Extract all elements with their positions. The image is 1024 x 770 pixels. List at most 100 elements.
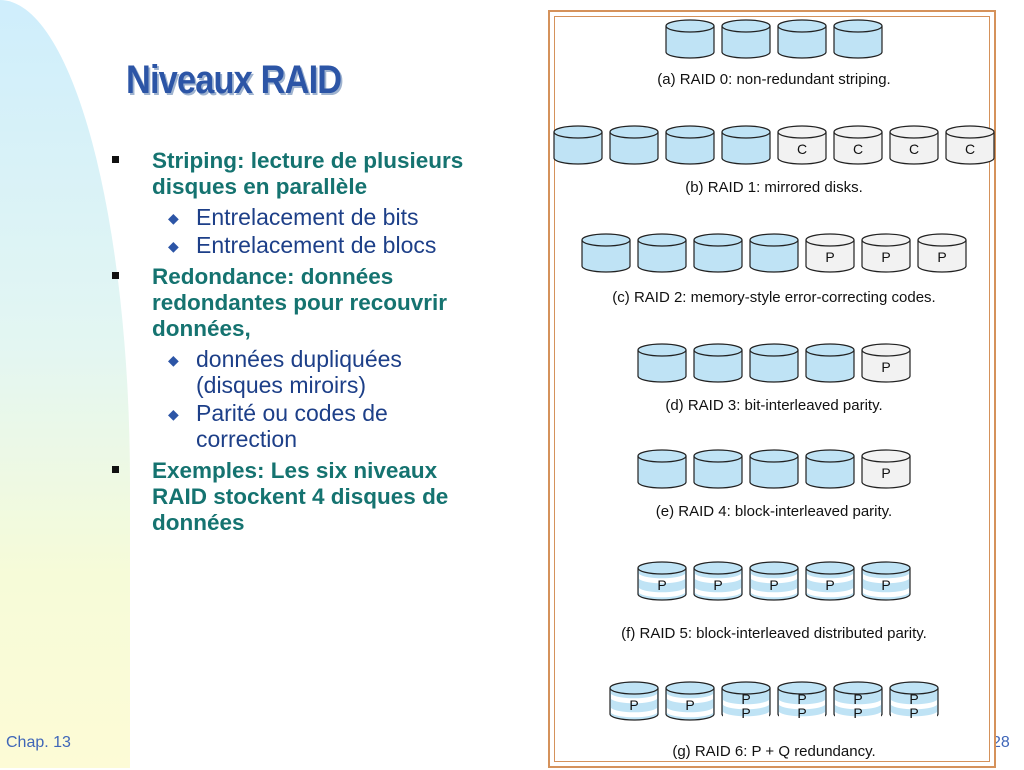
disk-label: P [797, 705, 806, 721]
disk-label: P [881, 249, 890, 265]
data-disk [833, 19, 883, 59]
footer-chapter: Chap. 13 [6, 734, 71, 751]
distributed-parity-disk: PP [889, 681, 939, 722]
bullet-text: Redondance: données redondantes pour rec… [152, 264, 448, 341]
disk-label: P [853, 691, 862, 707]
slide-title: Niveaux RAID [126, 58, 342, 102]
raid-level-caption: (f) RAID 5: block-interleaved distribute… [621, 625, 927, 642]
data-disk [693, 449, 743, 489]
disk-label: C [853, 141, 863, 157]
sub-bullet-item: ◆ données dupliquées (disques miroirs) [152, 346, 490, 398]
data-disk [553, 125, 603, 165]
bullet-item: Redondance: données redondantes pour rec… [110, 264, 490, 452]
raid-level-caption: (d) RAID 3: bit-interleaved parity. [665, 397, 882, 414]
raid-level-caption: (g) RAID 6: P + Q redundancy. [672, 743, 875, 760]
disk-label: C [909, 141, 919, 157]
data-disk [581, 233, 631, 273]
disk-label: P [853, 705, 862, 721]
check-disk: C [889, 125, 939, 165]
data-disk [749, 343, 799, 383]
disk-label: P [629, 697, 638, 713]
sub-bullet-list: ◆ données dupliquées (disques miroirs) ◆ P… [152, 346, 490, 452]
distributed-parity-disk: P [665, 681, 715, 721]
data-disk [693, 233, 743, 273]
bullet-text: Striping: lecture de plusieurs disques e… [152, 148, 464, 199]
footer-page-number: 28 [992, 734, 1010, 751]
data-disk [637, 343, 687, 383]
diamond-icon: ◆ [168, 406, 179, 422]
disk-label: P [657, 577, 666, 593]
distributed-parity-disk: PP [721, 681, 771, 722]
sub-bullet-item: ◆ Entrelacement de bits [152, 204, 490, 230]
check-disk: P [917, 233, 967, 273]
bullet-item: Striping: lecture de plusieurs disques e… [110, 148, 490, 258]
bullet-square-icon [112, 466, 119, 473]
data-disk [777, 19, 827, 59]
distributed-parity-disk: P [637, 561, 687, 601]
sub-bullet-item: ◆ Entrelacement de blocs [152, 232, 490, 258]
data-disk [637, 233, 687, 273]
sub-bullet-item: ◆ Parité ou codes de correction [152, 400, 490, 452]
diamond-icon: ◆ [168, 352, 179, 368]
raid-diagram-svg: (a) RAID 0: non-redundant striping. C C C C (… [553, 19, 995, 760]
sub-bullet-text: Entrelacement de bits [196, 204, 419, 230]
disk-label: P [937, 249, 946, 265]
raid-level-caption: (a) RAID 0: non-redundant striping. [657, 71, 890, 88]
bullet-text: Exemples: Les six niveaux RAID stockent … [152, 458, 449, 535]
data-disk [749, 449, 799, 489]
data-disk [721, 19, 771, 59]
data-disk [665, 125, 715, 165]
disk-label: P [825, 577, 834, 593]
distributed-parity-disk: P [861, 561, 911, 601]
distributed-parity-disk: P [749, 561, 799, 601]
disk-label: P [769, 577, 778, 593]
disk-label: C [965, 141, 975, 157]
bullet-square-icon [112, 156, 119, 163]
disk-label: P [825, 249, 834, 265]
bullet-item: Exemples: Les six niveaux RAID stockent … [110, 458, 490, 536]
sub-bullet-text: données dupliquées (disques miroirs) [196, 346, 402, 398]
check-disk: P [805, 233, 855, 273]
distributed-parity-disk: P [693, 561, 743, 601]
raid-level-caption: (e) RAID 4: block-interleaved parity. [656, 503, 892, 520]
disk-label: P [685, 697, 694, 713]
distributed-parity-disk: P [609, 681, 659, 721]
disk-label: P [881, 359, 890, 375]
sub-bullet-text: Parité ou codes de correction [196, 400, 388, 452]
diamond-icon: ◆ [168, 210, 179, 226]
disk-label: P [909, 691, 918, 707]
disk-label: P [713, 577, 722, 593]
disk-label: P [741, 705, 750, 721]
data-disk [805, 343, 855, 383]
check-disk: P [861, 343, 911, 383]
distributed-parity-disk: P [805, 561, 855, 601]
check-disk: P [861, 233, 911, 273]
raid-level-caption: (b) RAID 1: mirrored disks. [685, 179, 863, 196]
sub-bullet-list: ◆ Entrelacement de bits ◆ Entrelacement de… [152, 204, 490, 258]
bullet-list: Striping: lecture de plusieurs disques e… [110, 148, 490, 542]
data-disk [693, 343, 743, 383]
disk-label: P [797, 691, 806, 707]
disk-label: P [881, 465, 890, 481]
data-disk [749, 233, 799, 273]
data-disk [637, 449, 687, 489]
check-disk: C [777, 125, 827, 165]
disk-label: P [909, 705, 918, 721]
data-disk [805, 449, 855, 489]
distributed-parity-disk: PP [777, 681, 827, 722]
distributed-parity-disk: PP [833, 681, 883, 722]
check-disk: C [945, 125, 995, 165]
raid-figure: (a) RAID 0: non-redundant striping. C C C C (… [548, 10, 996, 768]
disk-label: P [741, 691, 750, 707]
raid-level-caption: (c) RAID 2: memory-style error-correctin… [612, 289, 935, 306]
data-disk [721, 125, 771, 165]
data-disk [609, 125, 659, 165]
bullet-square-icon [112, 272, 119, 279]
check-disk: C [833, 125, 883, 165]
sub-bullet-text: Entrelacement de blocs [196, 232, 437, 258]
data-disk [665, 19, 715, 59]
disk-label: C [797, 141, 807, 157]
check-disk: P [861, 449, 911, 489]
diamond-icon: ◆ [168, 238, 179, 254]
disk-label: P [881, 577, 890, 593]
